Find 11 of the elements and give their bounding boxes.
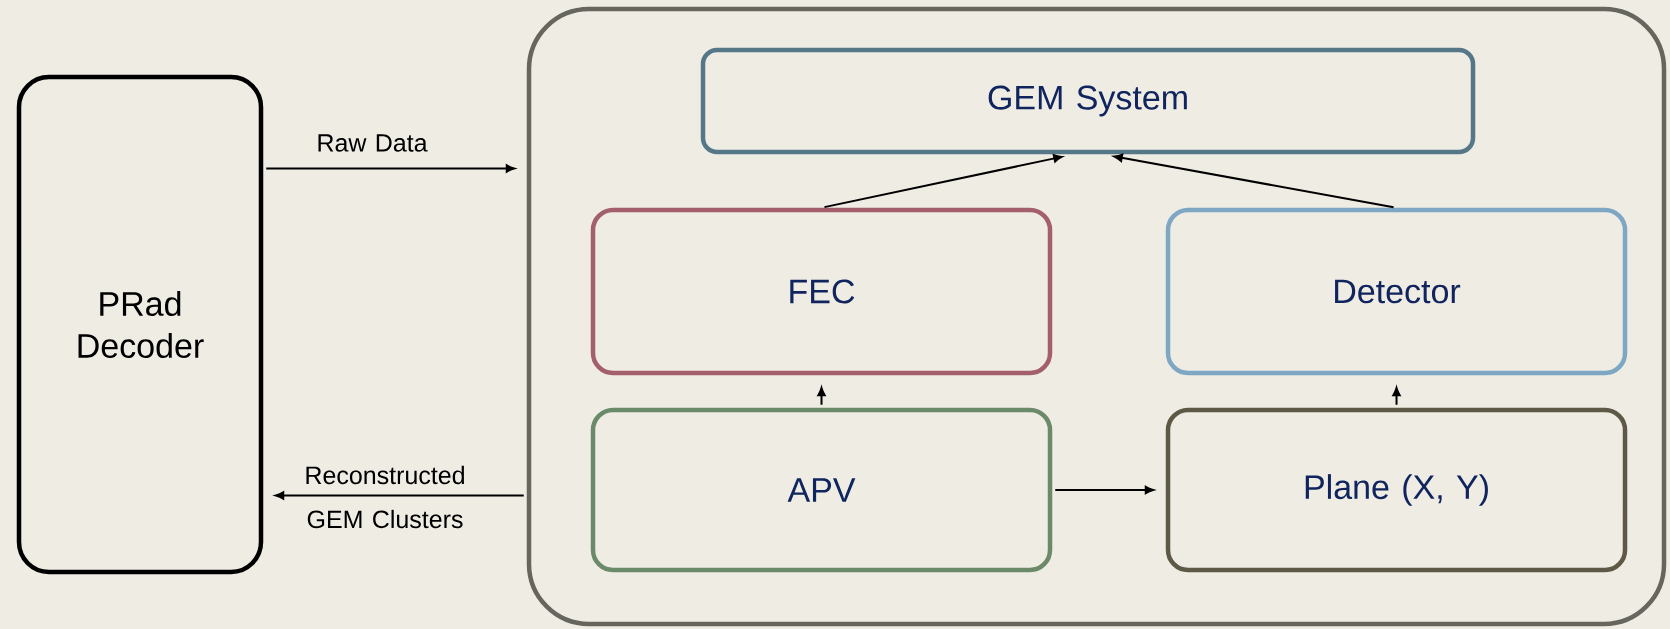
arrow (1113, 153, 1395, 209)
container-box (526, 6, 1667, 627)
edge-label: Raw Data (318, 134, 428, 152)
process-box: GEM System (700, 47, 1476, 155)
arrow (1054, 485, 1155, 495)
decoder-box: PRad Decoder (16, 74, 264, 575)
arrow (823, 154, 1063, 209)
process-box: Detector (1165, 207, 1628, 376)
process-box: Plane (X, Y) (1165, 407, 1628, 573)
process-box: APV (590, 407, 1053, 573)
process-box: FEC (590, 207, 1053, 376)
